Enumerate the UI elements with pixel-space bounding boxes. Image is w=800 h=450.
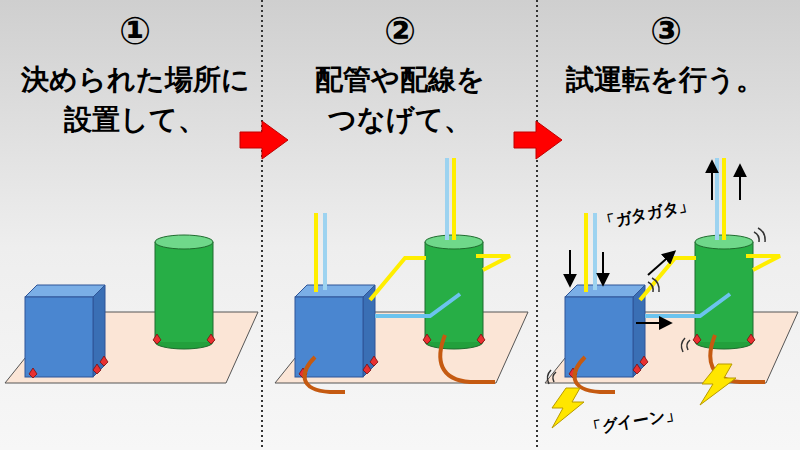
- equipment-scene: [5, 235, 258, 383]
- drawing-part: [552, 388, 584, 428]
- drawing-part: [711, 162, 713, 200]
- step-number: ③: [536, 8, 796, 54]
- drawing-part: [700, 364, 736, 405]
- step-heading: 決められた場所に 設置して、: [4, 60, 266, 140]
- motion-arrows: [570, 162, 740, 323]
- drawing-part: [648, 282, 653, 292]
- drawing-part: [636, 322, 670, 324]
- drawing-part: [739, 166, 741, 200]
- step-arrow: [240, 121, 288, 159]
- drawing-part: [687, 340, 690, 350]
- drawing-part: [681, 338, 685, 352]
- drawing-part: [553, 372, 556, 382]
- divider: [536, 0, 538, 450]
- drawing-part: [652, 278, 659, 292]
- step-number: ①: [5, 8, 265, 54]
- drawing-part: [754, 232, 759, 242]
- step-number: ②: [270, 8, 530, 54]
- drawing-part: [648, 252, 674, 275]
- drawing-part: [602, 252, 604, 284]
- step-arrow: [514, 121, 562, 159]
- step-heading: 試運転を行う。: [534, 60, 796, 100]
- drawing-part: [758, 228, 765, 242]
- drawing-part: [547, 370, 551, 384]
- sound-callout: 「ガタガタ」: [598, 194, 696, 234]
- divider: [261, 0, 263, 450]
- sound-callout: 「グイーン」: [584, 403, 682, 439]
- drawing-part: [569, 250, 571, 285]
- vibration-marks: [547, 228, 765, 384]
- piping-wiring: [575, 158, 780, 392]
- piping-wiring: [305, 158, 510, 392]
- step-heading: 配管や配線を つなげて、: [269, 60, 531, 140]
